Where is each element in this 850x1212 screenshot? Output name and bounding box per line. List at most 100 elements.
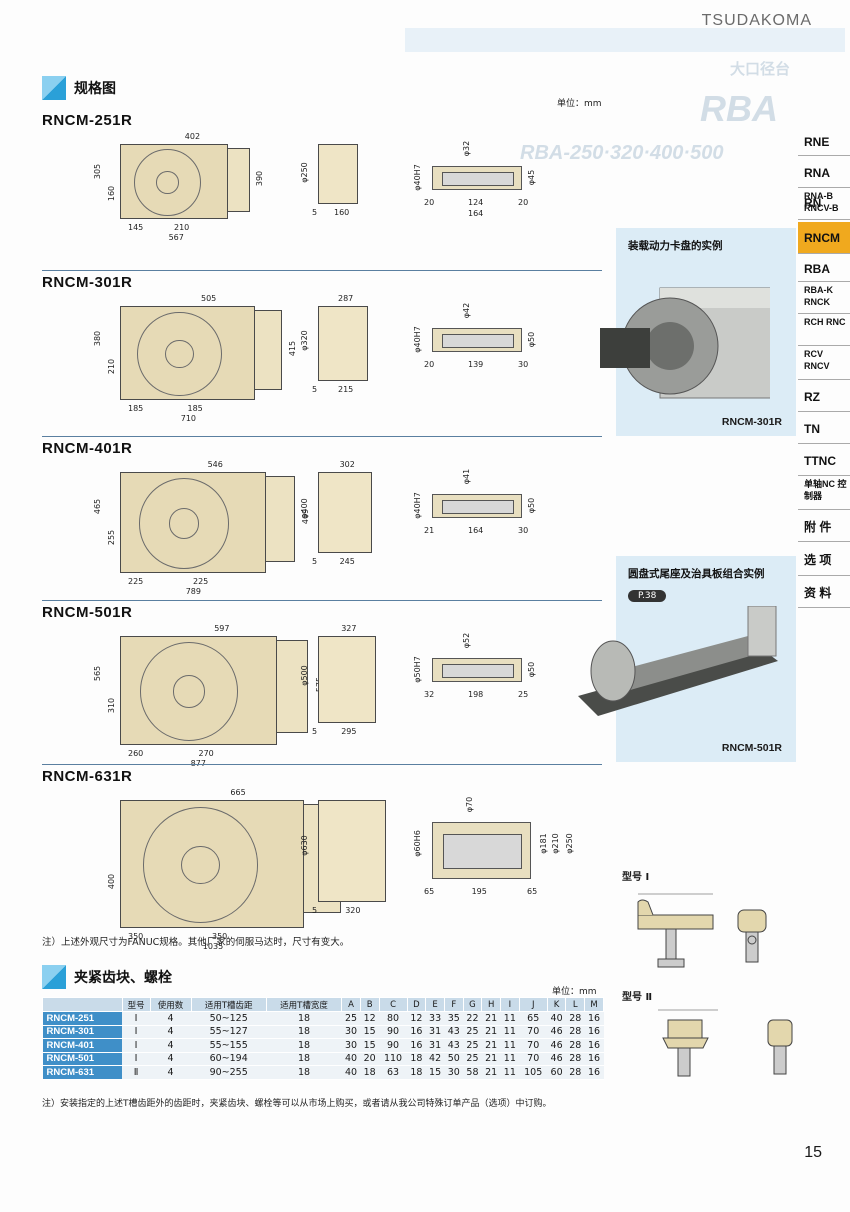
nav-tab-13[interactable]: 选 项 — [798, 544, 850, 576]
table-cell: 58 — [463, 1065, 482, 1080]
table-header-cell: 适用T槽齿距 — [190, 997, 267, 1012]
table-cell: 16 — [584, 1025, 604, 1039]
dim-b: 210 — [174, 223, 190, 232]
table-cell: 18 — [266, 1011, 342, 1026]
table-cell: 11 — [500, 1052, 520, 1066]
footnote: 注）上述外观尺寸为FANUC规格。其他厂家的伺服马达时，尺寸有变大。 — [42, 937, 350, 948]
table-cell: 16 — [584, 1038, 604, 1053]
table-cell: 15 — [360, 1025, 380, 1039]
dim-center: 310 — [107, 698, 117, 714]
table-cell: 12 — [360, 1011, 380, 1026]
dim-height2: 305 — [93, 163, 103, 179]
nav-tab-10[interactable]: TTNC — [798, 446, 850, 476]
table-header-cell: I — [500, 997, 520, 1012]
table-cell: 60 — [547, 1065, 566, 1080]
ghost-text: 大口径台 — [730, 61, 791, 78]
nav-tab-11[interactable]: 单轴NC 控制器 — [798, 478, 850, 510]
dim-fit: φ40H7 — [412, 164, 422, 191]
table-cell: 4 — [150, 1025, 192, 1039]
nav-tab-1[interactable]: RNA RN — [798, 158, 850, 210]
dim-x1: 20 — [424, 198, 435, 207]
section-header-spec: 规格图 — [42, 76, 116, 100]
table-cell: 30 — [341, 1038, 361, 1053]
table-cell: 12 — [407, 1011, 426, 1026]
dim-a: 225 — [128, 577, 144, 586]
nav-tab-4[interactable]: RBA — [798, 256, 850, 282]
side-view — [318, 144, 358, 204]
nav-tab-12[interactable]: 附 件 — [798, 512, 850, 542]
table-cell: 55~127 — [191, 1025, 267, 1039]
table-header-cell: B — [359, 997, 380, 1012]
nav-tab-14[interactable]: 资 料 — [798, 578, 850, 608]
table-header-cell — [42, 997, 123, 1012]
dim-side-diameter: φ500 — [299, 665, 309, 686]
table-model-cell: RNCM-631 — [42, 1065, 123, 1080]
table-cell: 22 — [463, 1011, 482, 1026]
page-ref-badge: P.38 — [628, 590, 667, 602]
table-cell: 70 — [519, 1025, 548, 1039]
table-header-cell: H — [481, 997, 501, 1012]
table-cell: 16 — [584, 1011, 604, 1026]
table-cell: Ⅰ — [122, 1038, 151, 1053]
model-title: RNCM-251R — [42, 112, 133, 129]
brand-logo: TSUDAKOMA — [701, 12, 812, 29]
nav-tab-0[interactable]: RNE — [798, 128, 850, 156]
table-cell: Ⅰ — [122, 1052, 151, 1066]
nav-tab-6[interactable]: RCH RNC — [798, 316, 850, 346]
table-cell: 50 — [444, 1052, 464, 1066]
table-section-view — [432, 166, 522, 190]
dim-x1: 65 — [424, 887, 435, 896]
machine-photo — [578, 606, 778, 716]
model-title: RNCM-301R — [42, 274, 133, 291]
nav-tab-8[interactable]: RZ — [798, 382, 850, 412]
type-label: 型号 Ⅱ — [622, 992, 653, 1003]
dim-height: 390 — [254, 170, 264, 187]
table-cell: 11 — [500, 1011, 520, 1026]
table-cell: 46 — [547, 1038, 566, 1053]
side-view — [318, 800, 386, 902]
divider — [42, 600, 602, 601]
dim-total: 567 — [168, 233, 184, 242]
dim-x3: 20 — [518, 198, 529, 207]
nav-tab-9[interactable]: TN — [798, 414, 850, 444]
section-marker-icon — [42, 965, 66, 989]
dim-x3: 25 — [518, 690, 529, 699]
table-cell: 18 — [266, 1038, 342, 1053]
table-header-cell: K — [546, 997, 567, 1012]
dim-total: 877 — [191, 759, 206, 768]
section-marker-icon — [42, 76, 66, 100]
footnote: 注）安装指定的上述T槽齿距外的齿距时，夹紧齿块、螺栓等可以从市场上购买，或者请从… — [42, 1099, 552, 1109]
table-cell: 33 — [425, 1011, 445, 1026]
dim-b: 350 — [212, 932, 228, 941]
type-label: 型号 Ⅰ — [622, 872, 650, 883]
page-number: 15 — [804, 1144, 822, 1161]
table-cell: 21 — [481, 1052, 501, 1066]
nav-tab-5[interactable]: RBA-K RNCK — [798, 284, 850, 314]
table-cell: 63 — [379, 1065, 408, 1080]
photo-label: RNCM-501R — [721, 742, 782, 754]
table-cell: 40 — [341, 1052, 361, 1066]
table-cell: 28 — [565, 1065, 585, 1080]
dim-side-width: 302 — [339, 460, 355, 469]
header-band — [405, 28, 845, 52]
table-section-view — [432, 494, 522, 518]
table-cell: 110 — [379, 1052, 408, 1066]
table-cell: 90 — [379, 1025, 408, 1039]
table-cell: 46 — [547, 1025, 566, 1039]
dim-x3: 30 — [518, 360, 529, 369]
table-header-cell: D — [406, 997, 427, 1012]
dim-fit: φ40H7 — [412, 492, 422, 519]
table-cell: 50~125 — [191, 1011, 267, 1026]
nav-tab-7[interactable]: RCV RNCV — [798, 348, 850, 380]
rotary-table-top-view — [120, 472, 266, 573]
table-cell: 105 — [519, 1065, 548, 1080]
table-cell: 43 — [444, 1025, 464, 1039]
table-cell: 20 — [360, 1052, 380, 1066]
nav-tab-2[interactable]: RNA-B RNCV-B — [798, 190, 850, 220]
nav-tab-3[interactable]: RNCM — [798, 222, 850, 254]
table-cell: 28 — [565, 1038, 585, 1053]
ghost-text: RBA — [700, 88, 778, 129]
